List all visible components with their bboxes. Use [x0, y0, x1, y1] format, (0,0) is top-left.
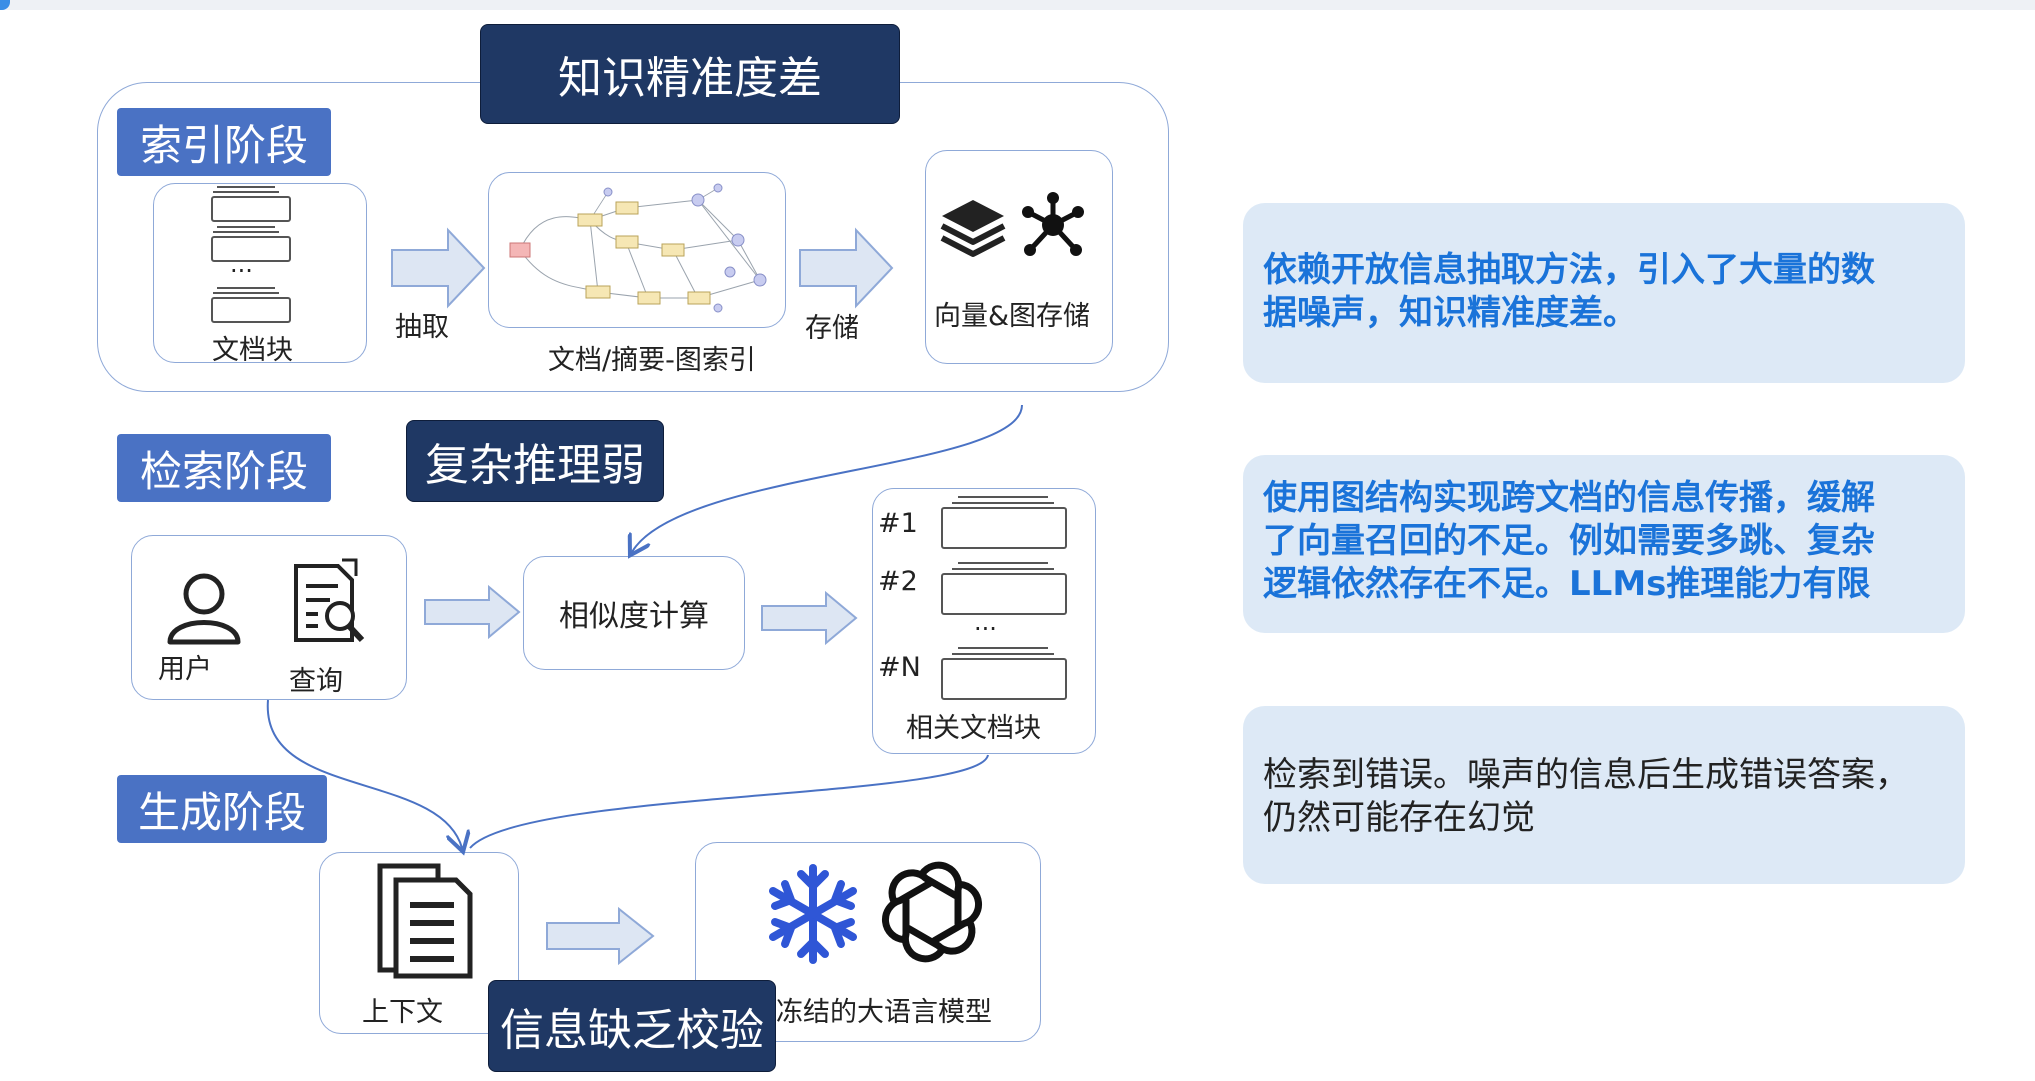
note-graph-reasoning: 使用图结构实现跨文档的信息传播，缓解 了向量召回的不足。例如需要多跳、复杂 逻辑… [1243, 455, 1965, 633]
note-3-line-2: 仍然可能存在幻觉 [1263, 798, 1535, 838]
top-bar [0, 0, 2035, 10]
index-stage-label: 索引阶段 [117, 108, 331, 176]
note-1-line-2: 据噪声，知识精准度差。 [1263, 293, 1637, 333]
note-2-line-2: 了向量召回的不足。例如需要多跳、复杂 [1263, 521, 1875, 561]
document-chunks-caption: 文档块 [212, 335, 293, 366]
query-to-similarity-arrow [424, 584, 521, 640]
note-3-line-1: 检索到错误。噪声的信息后生成错误答案， [1263, 755, 1909, 795]
rank-label-n: #N [878, 652, 921, 683]
layers-icon [940, 200, 1006, 257]
query-document-icon [294, 558, 365, 643]
note-knowledge-precision: 依赖开放信息抽取方法，引入了大量的数 据噪声，知识精准度差。 [1243, 203, 1965, 383]
store-arrow [799, 227, 894, 309]
graph-index-caption: 文档/摘要-图索引 [548, 345, 756, 376]
user-query-box [131, 535, 407, 700]
rank-label-1: #1 [878, 508, 918, 539]
frozen-llm-caption: 冻结的大语言模型 [776, 997, 992, 1028]
related-chunks-caption: 相关文档块 [906, 713, 1041, 744]
note-hallucination: 检索到错误。噪声的信息后生成错误答案， 仍然可能存在幻觉 [1243, 706, 1965, 884]
note-2-line-1: 使用图结构实现跨文档的信息传播，缓解 [1263, 478, 1875, 518]
top-bar-accent [0, 0, 10, 10]
user-icon [167, 573, 241, 645]
store-caption: 存储 [805, 313, 859, 344]
context-caption: 上下文 [362, 997, 443, 1028]
user-caption: 用户 [158, 654, 212, 685]
context-to-model-arrow [546, 906, 655, 966]
complex-reasoning-problem: 复杂推理弱 [406, 420, 664, 502]
query-caption: 查询 [289, 666, 343, 697]
storage-caption: 向量&图存储 [934, 301, 1091, 332]
similarity-to-results-arrow [761, 590, 858, 646]
context-document-icon [377, 863, 473, 979]
openai-logo-icon [880, 860, 984, 964]
knowledge-graph-thumbnail [509, 183, 767, 313]
snowflake-icon [769, 864, 857, 964]
note-1-line-1: 依赖开放信息抽取方法，引入了大量的数 [1263, 250, 1875, 290]
storage-box [925, 150, 1113, 364]
note-2-line-3: 逻辑依然存在不足。LLMs推理能力有限 [1263, 564, 1871, 604]
extract-arrow [391, 227, 486, 309]
extract-caption: 抽取 [395, 312, 449, 343]
rank-label-2: #2 [878, 566, 918, 597]
ellipsis: ... [974, 608, 997, 636]
verification-problem: 信息缺乏校验 [488, 980, 776, 1072]
similarity-label: 相似度计算 [559, 599, 709, 634]
graph-network-icon [1022, 192, 1084, 256]
generation-stage-label: 生成阶段 [117, 775, 327, 843]
knowledge-precision-problem: 知识精准度差 [480, 24, 900, 124]
similarity-box: 相似度计算 [523, 556, 745, 670]
retrieval-stage-label: 检索阶段 [117, 434, 331, 502]
